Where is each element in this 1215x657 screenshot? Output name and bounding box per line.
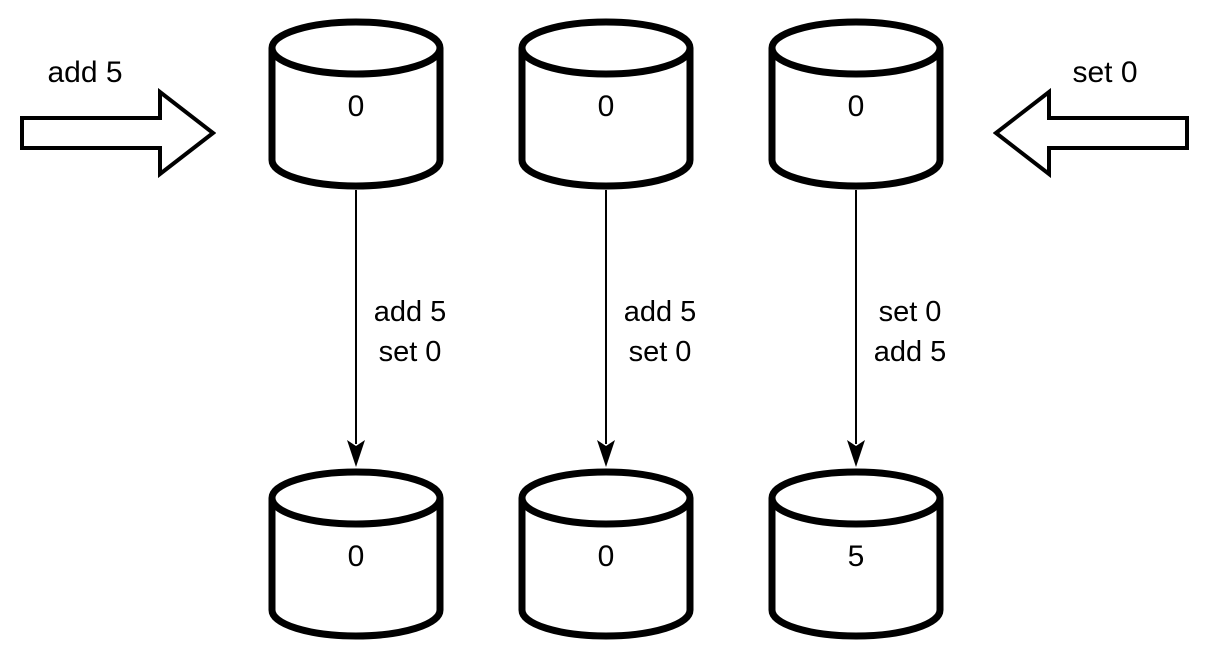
replica2-operation-2: set 0	[628, 336, 692, 368]
right-operation-label: set 0	[1072, 56, 1138, 89]
replica3-operation-1: set 0	[878, 296, 942, 328]
replica3-down-arrow-icon	[844, 190, 868, 470]
replica1-after-database-icon	[268, 468, 444, 640]
replica3-after-database-icon	[768, 468, 944, 640]
replica1-operation-2: set 0	[378, 336, 442, 368]
replica3-before-value: 0	[847, 90, 865, 123]
replica3-operation-2: add 5	[873, 336, 947, 368]
block-arrow-right-icon	[20, 88, 216, 178]
block-arrow-left-icon	[993, 88, 1189, 178]
replica2-after-database-icon	[518, 468, 694, 640]
replica2-operations-label: add 5 set 0	[618, 292, 702, 372]
left-operation-label: add 5	[47, 56, 123, 89]
replica1-operations-label: add 5 set 0	[368, 292, 452, 372]
replica3-before-database-icon	[768, 18, 944, 190]
replica3-after-value: 5	[847, 540, 865, 573]
replica1-operation-1: add 5	[373, 296, 447, 328]
replica1-before-value: 0	[347, 90, 365, 123]
replica1-down-arrow-icon	[344, 190, 368, 470]
replica1-before-database-icon	[268, 18, 444, 190]
replica2-after-value: 0	[597, 540, 615, 573]
replica3-operations-label: set 0 add 5	[868, 292, 952, 372]
replica2-operation-1: add 5	[623, 296, 697, 328]
replica2-before-value: 0	[597, 90, 615, 123]
replica2-down-arrow-icon	[594, 190, 618, 470]
replica1-after-value: 0	[347, 540, 365, 573]
replica2-before-database-icon	[518, 18, 694, 190]
